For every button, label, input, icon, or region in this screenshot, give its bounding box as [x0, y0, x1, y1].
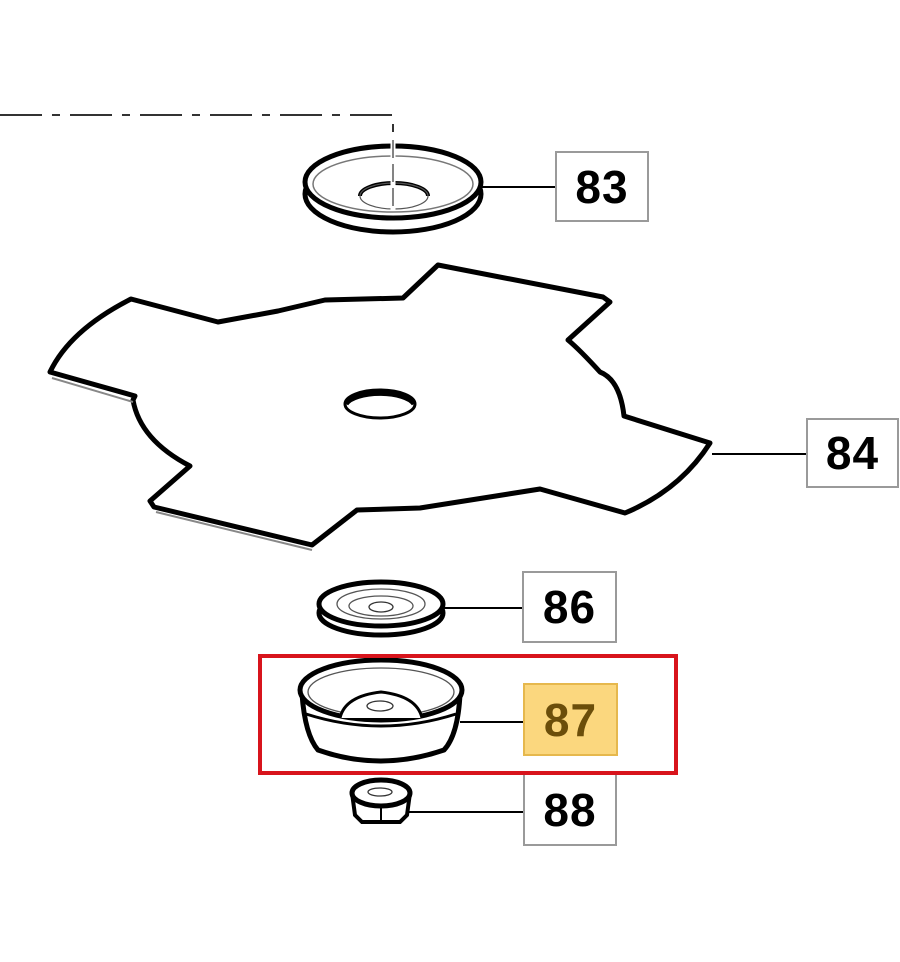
- part-86-washer-drawing[interactable]: [316, 579, 446, 638]
- part-88-nut-drawing[interactable]: [349, 777, 413, 824]
- part-87-cup-drawing[interactable]: [297, 657, 465, 764]
- part-number: 86: [542, 581, 597, 633]
- part-label-87[interactable]: 87: [523, 683, 618, 756]
- part-label-88[interactable]: 88: [523, 775, 617, 846]
- part-84-blade-drawing[interactable]: [47, 262, 713, 551]
- part-number: 88: [543, 783, 597, 836]
- part-label-83[interactable]: 83: [555, 151, 649, 222]
- part-83-washer-drawing[interactable]: [302, 140, 484, 235]
- part-number: 84: [825, 427, 880, 479]
- part-number: 83: [575, 160, 629, 213]
- part-label-84[interactable]: 84: [806, 418, 899, 488]
- part-label-86[interactable]: 86: [522, 571, 617, 643]
- part-number: 87: [543, 693, 598, 746]
